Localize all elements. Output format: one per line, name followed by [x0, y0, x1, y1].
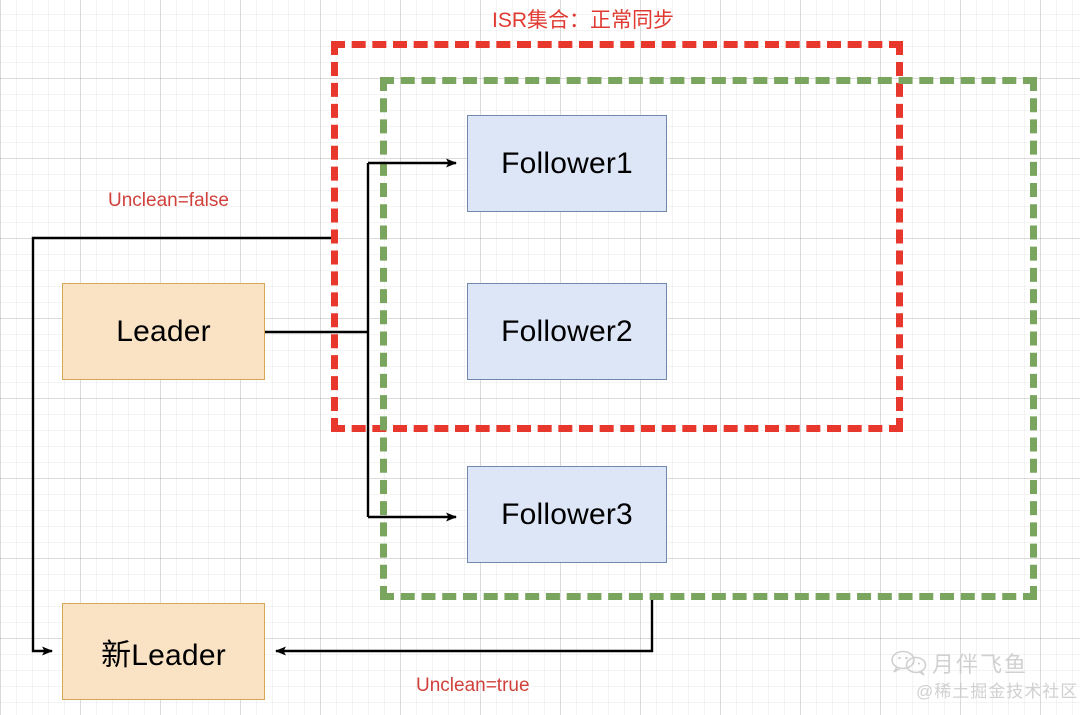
node-follower1[interactable]: Follower1	[467, 115, 667, 212]
watermark-account: 月伴飞鱼	[932, 652, 1029, 677]
node-new-leader[interactable]: 新Leader	[62, 603, 265, 700]
node-leader[interactable]: Leader	[62, 283, 265, 380]
label-unclean-true: Unclean=true	[416, 675, 530, 696]
wechat-icon	[891, 650, 927, 676]
label-unclean-false: Unclean=false	[108, 190, 229, 211]
node-follower2-label: Follower2	[501, 314, 633, 348]
node-follower3-label: Follower3	[501, 497, 633, 531]
node-leader-label: Leader	[116, 314, 211, 348]
node-new-leader-label: 新Leader	[101, 638, 226, 672]
node-follower2[interactable]: Follower2	[467, 283, 667, 380]
isr-set-dashed-box	[331, 41, 903, 432]
edge-unclean-true	[275, 600, 654, 656]
node-follower3[interactable]: Follower3	[467, 466, 667, 563]
replica-set-dashed-box	[380, 77, 1037, 600]
node-follower1-label: Follower1	[501, 146, 633, 180]
watermark-source: @稀土掘金技术社区	[916, 682, 1079, 701]
watermark: 月伴飞鱼 @稀土掘金技术社区	[888, 645, 1078, 711]
isr-title-label: ISR集合：正常同步	[492, 9, 675, 32]
